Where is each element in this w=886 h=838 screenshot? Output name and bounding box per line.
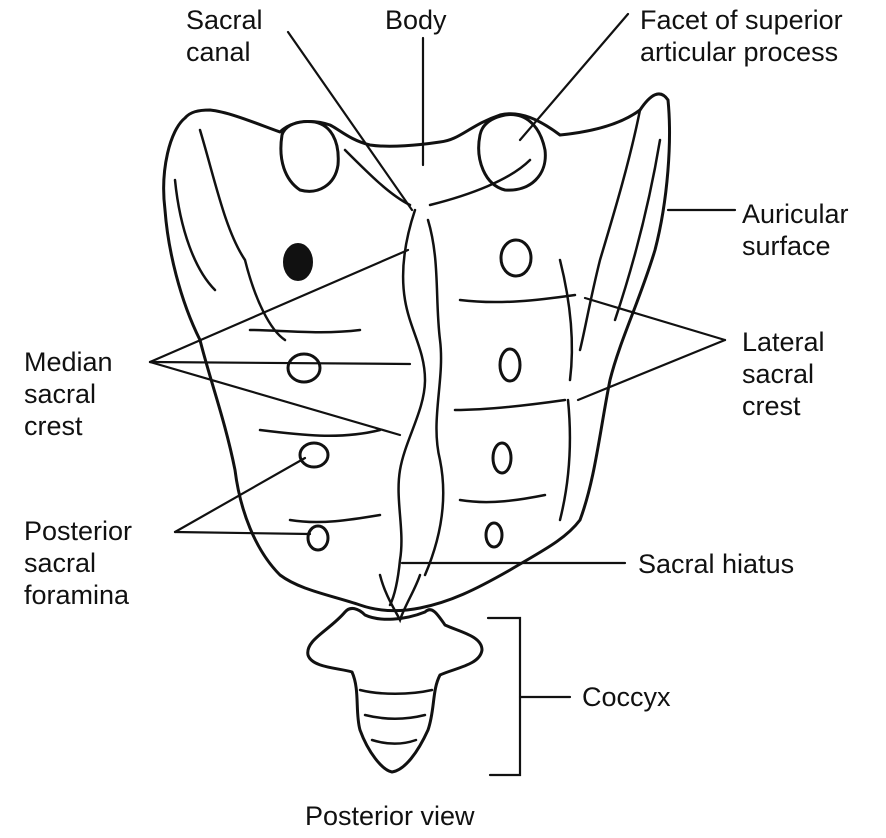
label-sacral-canal-line1: Sacral: [186, 5, 263, 35]
leader-foramina-1: [173, 456, 307, 534]
leader-facet: [518, 12, 630, 142]
left-articular-process: [279, 120, 340, 193]
label-auricular-line1: Auricular: [742, 199, 849, 229]
label-posterior-sacral-foramina: Posterior sacral foramina: [24, 515, 132, 611]
right-articular-process: [477, 113, 547, 192]
label-foramina-line1: Posterior: [24, 516, 133, 546]
label-foramina-line2: sacral: [24, 548, 97, 578]
foramen-right-4: [484, 521, 504, 549]
leader-lateral-1: [583, 296, 727, 342]
coccyx-bracket: [486, 616, 522, 777]
coccyx-outline: [306, 606, 484, 774]
sacrum-outline: [162, 92, 671, 613]
leader-lateral-2: [576, 338, 727, 402]
leader-median-1: [148, 248, 410, 364]
label-facet-line2: articular process: [640, 37, 839, 67]
leader-median-3: [148, 360, 402, 437]
label-auricular-surface: Auricular surface: [742, 198, 849, 262]
foramen-left-1: [283, 243, 313, 281]
label-sacral-canal-line2: canal: [186, 37, 251, 67]
label-median-line3: crest: [24, 411, 83, 441]
foramen-left-4: [306, 524, 330, 552]
label-median-sacral-crest: Median sacral crest: [24, 346, 113, 442]
leader-foramina-2: [173, 530, 312, 536]
label-body: Body: [385, 5, 447, 35]
caption-posterior-view: Posterior view: [305, 801, 475, 831]
foramen-right-2: [498, 347, 522, 383]
label-sacral-hiatus: Sacral hiatus: [638, 549, 795, 579]
label-median-line1: Median: [24, 347, 113, 377]
label-facet-line1: Facet of superior: [640, 5, 843, 35]
label-median-line2: sacral: [24, 379, 97, 409]
foramen-right-3: [491, 441, 513, 475]
label-lateral-sacral-crest: Lateral sacral crest: [742, 326, 825, 422]
label-auricular-line2: surface: [742, 231, 831, 261]
foramen-right-1: [499, 238, 533, 278]
label-foramina-line3: foramina: [24, 580, 130, 610]
label-lateral-line1: Lateral: [742, 327, 825, 357]
leader-sacral-canal: [286, 30, 414, 212]
foramen-left-2: [286, 352, 322, 384]
label-sacral-canal: Sacral canal: [186, 4, 263, 68]
leader-median-2: [148, 360, 412, 366]
label-coccyx: Coccyx: [582, 682, 671, 712]
label-lateral-line3: crest: [742, 391, 801, 421]
foramen-left-3: [298, 441, 330, 469]
label-lateral-line2: sacral: [742, 359, 815, 389]
label-facet-superior-articular: Facet of superior articular process: [640, 4, 843, 68]
